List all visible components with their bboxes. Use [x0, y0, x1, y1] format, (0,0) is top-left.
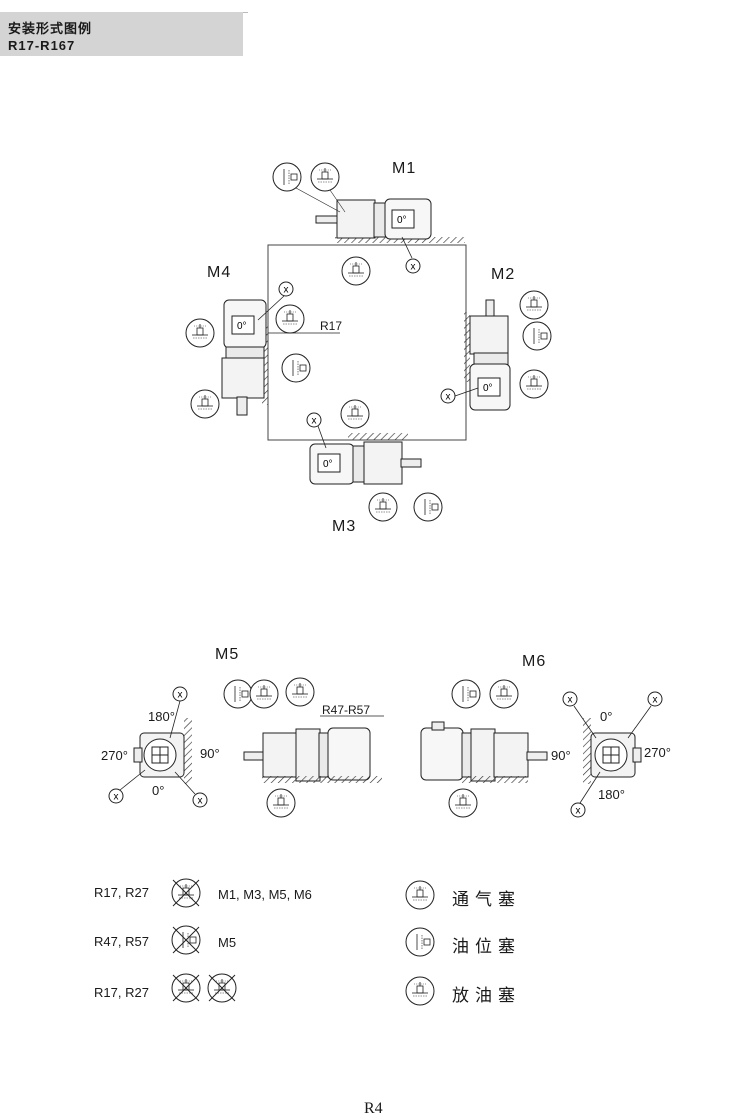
m6-angle-180: 180°: [598, 787, 625, 802]
label-r47-r57: R47-R57: [322, 703, 371, 717]
label-r17: R17: [320, 319, 343, 333]
legend-models-3: R17, R27: [94, 985, 149, 1000]
breather-plug-icon: [405, 880, 435, 910]
legend-positions-2: M5: [218, 935, 237, 950]
label-m4: M4: [207, 264, 232, 281]
m5-side-view: [223, 677, 384, 818]
legend-models-1: R17, R27: [94, 885, 149, 900]
legend-symbol-3b: [207, 973, 237, 1003]
legend-symbol-3a: [171, 973, 201, 1003]
label-m3: M3: [332, 518, 357, 535]
label-m2: M2: [491, 266, 516, 283]
header-banner: [0, 12, 243, 56]
label-m1: M1: [392, 160, 417, 177]
m5-angle-270: 270°: [101, 748, 128, 763]
legend-oil-drain-label: 放油塞: [452, 986, 521, 1006]
svg-text:0°: 0°: [237, 321, 247, 332]
svg-text:0°: 0°: [483, 383, 493, 394]
m2-gearmotor: 0°: [440, 290, 552, 411]
m5-angle-180: 180°: [148, 709, 175, 724]
page-number: R4: [364, 1100, 383, 1117]
legend-breather-label: 通气塞: [452, 890, 521, 910]
legend-models-2: R47, R57: [94, 934, 149, 949]
legend-positions-1: M1, M3, M5, M6: [218, 887, 312, 902]
oil-drain-plug-icon: [405, 976, 435, 1006]
svg-text:0°: 0°: [397, 215, 407, 226]
m6-end-view: [562, 691, 663, 818]
legend-oil-level-label: 油位塞: [452, 937, 521, 957]
legend-symbol-1: [171, 878, 201, 908]
svg-text:0°: 0°: [323, 459, 333, 470]
m3-gearmotor: 0°: [306, 399, 443, 522]
m5-angle-0: 0°: [152, 783, 165, 798]
label-m6: M6: [522, 653, 547, 670]
m6-angle-0: 0°: [600, 709, 613, 724]
m6-side-view: [420, 679, 548, 818]
legend-symbol-2: [171, 925, 201, 955]
header-subtitle: R17-R167: [8, 38, 76, 53]
m6-angle-270: 270°: [644, 745, 671, 760]
header-title: 安装形式图例: [8, 21, 93, 36]
m5-angle-90: 90°: [200, 746, 220, 761]
oil-level-plug-icon: [405, 927, 435, 957]
m1-gearmotor: 0°: [272, 162, 465, 286]
label-m5: M5: [215, 646, 240, 663]
m5-end-view: [108, 686, 208, 808]
m4-gearmotor: 0°: [185, 281, 340, 419]
m6-angle-90: 90°: [551, 748, 571, 763]
